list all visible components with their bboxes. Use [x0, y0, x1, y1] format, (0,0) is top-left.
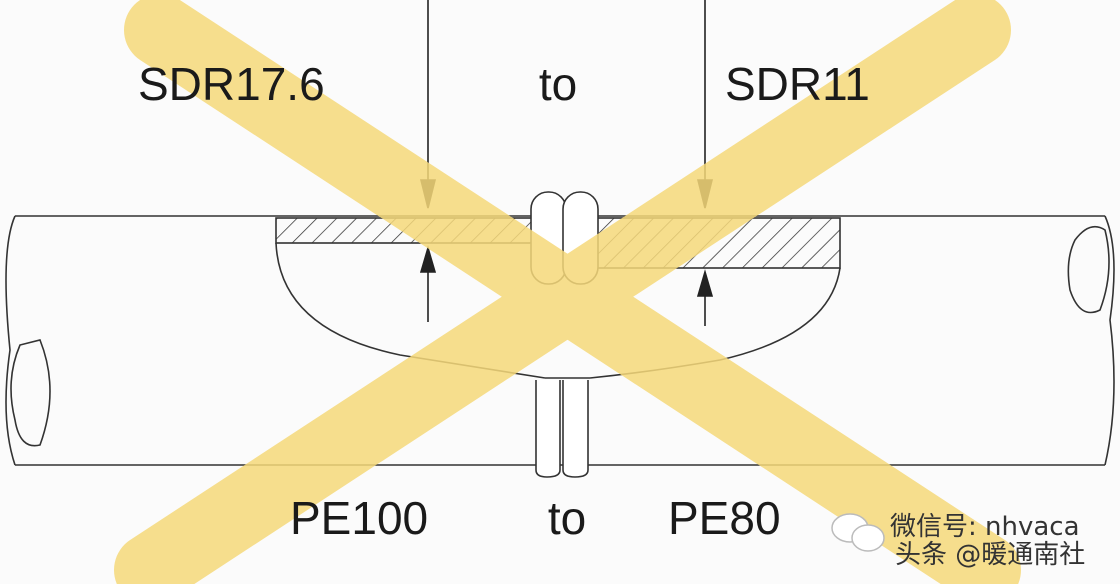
- weld-bead-bottom: [535, 380, 589, 478]
- label-sdr17-6: SDR17.6: [138, 58, 325, 110]
- label-to-top: to: [539, 58, 577, 110]
- watermark-wechat: 微信号: nhvaca: [890, 512, 1080, 542]
- label-pe100: PE100: [290, 492, 428, 544]
- watermark-toutiao: 头条 @暖通南社: [895, 540, 1085, 570]
- label-sdr11: SDR11: [725, 58, 870, 110]
- wechat-icon: [831, 513, 885, 552]
- label-to-bottom: to: [548, 492, 586, 544]
- cross-out-mark: [114, 0, 1021, 584]
- label-pe80: PE80: [668, 492, 781, 544]
